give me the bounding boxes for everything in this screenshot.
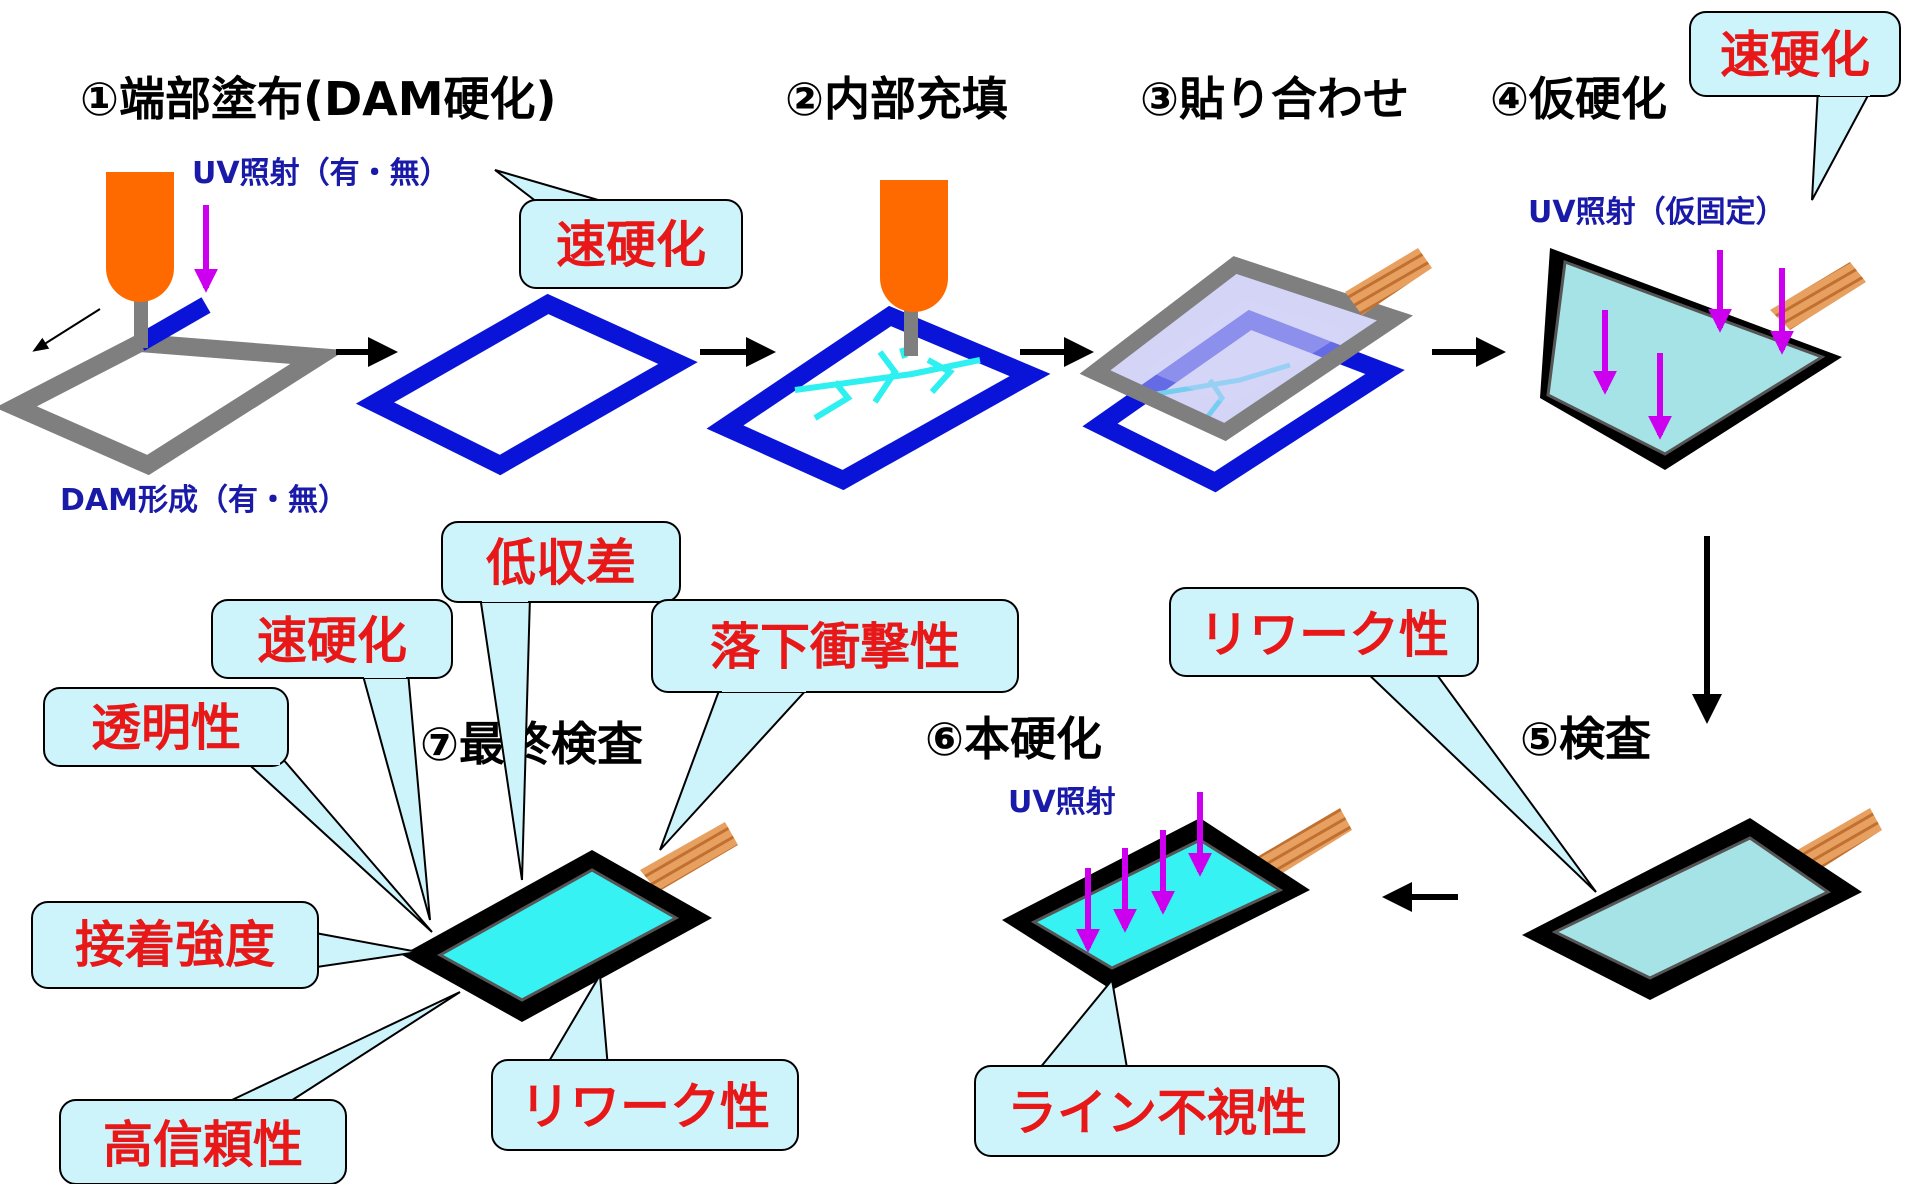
callout-text: リワーク性: [1199, 606, 1449, 664]
callout-text: 速硬化: [257, 612, 407, 670]
callout-text: 落下衝撃性: [710, 618, 960, 676]
dispenser-nozzle-icon: [106, 172, 174, 302]
callout-text: 速硬化: [1720, 26, 1870, 84]
step3-lamination-illustration: [1079, 248, 1432, 493]
step4-temp-cure-illustration: [1540, 248, 1866, 470]
dispenser-nozzle-icon: [880, 180, 948, 312]
uv-note: UV照射: [1008, 785, 1116, 820]
callout-text: 高信頼性: [103, 1116, 303, 1174]
callout-high-reliability: 高信頼性: [59, 991, 461, 1184]
cover-glass-panel: [1079, 256, 1414, 442]
flex-cable-icon: [1770, 262, 1866, 330]
step-title-final-cure: ⑥本硬化: [925, 712, 1102, 766]
callout-text: ライン不視性: [1007, 1084, 1307, 1142]
flex-cable-icon: [640, 822, 738, 892]
callout-text: リワーク性: [520, 1078, 770, 1136]
step2-fill-illustration: [706, 180, 1051, 491]
step6-final-cure-illustration: [1002, 792, 1352, 990]
step-title-temp-cure: ④仮硬化: [1490, 72, 1667, 126]
step-title-fill: ②内部充填: [785, 72, 1008, 126]
callout-transparency: 透明性: [43, 687, 433, 933]
dispense-direction-arrow: [32, 308, 101, 352]
callout-drop-impact: 落下衝撃性: [651, 599, 1019, 851]
dam-frame-blue-segment: [135, 297, 211, 351]
callout-low-shrinkage: 低収差: [441, 521, 681, 881]
callout-text: 接着強度: [75, 916, 275, 974]
dam-frame-gray: [0, 333, 346, 476]
flex-cable-icon: [1345, 248, 1432, 315]
step-title-final-inspection: ⑦最終検査: [420, 717, 643, 771]
step-title-dam: ①端部塗布(DAM硬化): [80, 72, 557, 126]
cured-dam-frame: [355, 293, 698, 476]
callout-rework-final: リワーク性: [491, 971, 799, 1151]
callout-text: 透明性: [91, 699, 241, 757]
callout-text: 速硬化: [556, 216, 706, 274]
uv-optional-note: UV照射（有・無）: [192, 156, 450, 191]
step1-dam-illustration: [0, 172, 346, 476]
dispenser-needle-icon: [134, 300, 148, 348]
step7-final-inspection-illustration: [402, 822, 738, 1022]
callout-rework-inspection: リワーク性: [1169, 587, 1597, 893]
callout-fast-cure-final: 速硬化: [211, 599, 453, 921]
callout-line-invisible: ライン不視性: [974, 977, 1340, 1157]
dam-optional-note: DAM形成（有・無）: [60, 483, 348, 518]
callout-text: 低収差: [486, 534, 636, 592]
final-inspection-title-bg: [400, 705, 712, 781]
callout-fast-cure-temp: 速硬化: [1689, 11, 1901, 201]
step5-inspection-illustration: [1522, 808, 1882, 1000]
callout-adhesion: 接着強度: [31, 901, 419, 989]
dispenser-needle-icon: [904, 308, 918, 356]
dam-frame-blue: [706, 305, 1051, 491]
uv-temporary-note: UV照射（仮固定）: [1528, 195, 1786, 230]
step-title-inspection: ⑤検査: [1520, 712, 1651, 766]
step-title-lamination: ③貼り合わせ: [1140, 72, 1409, 126]
callout-fast-cure-dam: 速硬化: [494, 169, 743, 289]
